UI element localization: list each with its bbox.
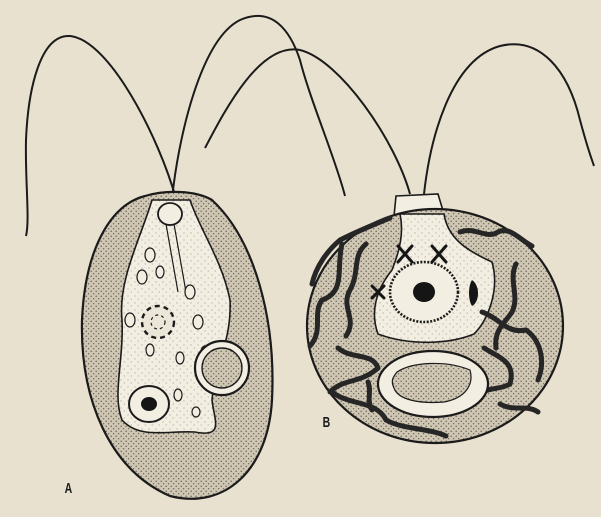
cell-a-nucleus	[129, 386, 169, 422]
cell-a-gullet	[158, 203, 182, 225]
cell-b-nucleus	[390, 262, 458, 322]
cell-a-pyrenoid	[195, 341, 249, 395]
panel-label-b: B	[323, 414, 331, 431]
cell-b-flagellum-left	[205, 49, 410, 194]
cell-b-flagellum-right	[424, 44, 594, 194]
panel-label-a: A	[65, 480, 73, 497]
cell-a-contractile-vacuole	[142, 306, 174, 338]
cell-b-pyrenoid	[378, 351, 488, 417]
cell-a	[26, 16, 345, 499]
cell-a-flagellum-right	[172, 16, 345, 199]
